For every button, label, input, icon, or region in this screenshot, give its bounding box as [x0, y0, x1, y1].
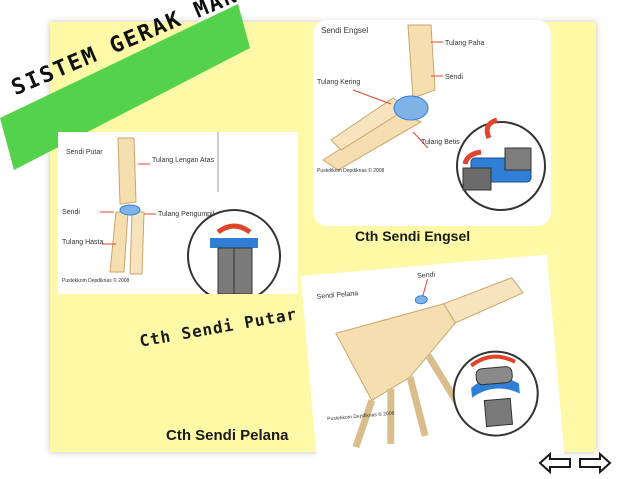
sendi-engsel-header: Sendi Engsel: [321, 26, 368, 35]
pelana-label-1: Sendi: [417, 271, 436, 280]
pelana-credit: Pustekkom Depdiknas © 2008: [327, 410, 395, 423]
prev-slide-button[interactable]: [538, 451, 572, 475]
engsel-label-4: Tulang Betis: [421, 139, 460, 146]
putar-credit: Pustekkom Depdiknas © 2008: [62, 277, 130, 284]
arrow-right-icon: [579, 451, 612, 475]
sendi-putar-illustration: Sendi Putar Tulang Lengan Atas Sendi Tul…: [62, 132, 281, 294]
engsel-label-1: Tulang Paha: [445, 40, 485, 47]
sendi-pelana-header: Sendi Pelana: [316, 290, 358, 301]
title-banner: SISTEM GERAK MANUSIA: [0, 0, 330, 170]
sendi-engsel-illustration: Sendi Engsel Tulang Paha Sendi Tulang Ke…: [317, 24, 546, 211]
sendi-pelana-caption: Cth Sendi Pelana: [166, 427, 289, 444]
putar-label-1: Tulang Lengan Atas: [152, 157, 215, 164]
banner-shape: [0, 4, 250, 170]
sendi-putar-card: Sendi Putar Tulang Lengan Atas Sendi Tul…: [58, 132, 298, 294]
sendi-pelana-card: Sendi Pelana Sendi Pustekkom Depdiknas ©…: [300, 254, 565, 476]
putar-label-3: Tulang Pengumpil: [158, 211, 215, 218]
sendi-putar-header: Sendi Putar: [66, 149, 103, 156]
arrow-left-icon: [538, 451, 571, 475]
engsel-credit: Pustekkom Depdiknas © 2008: [317, 167, 385, 174]
putar-label-2: Sendi: [62, 209, 80, 216]
next-slide-button[interactable]: [578, 451, 612, 475]
sendi-engsel-caption: Cth Sendi Engsel: [355, 228, 471, 244]
sendi-pelana-illustration: Sendi Pelana Sendi Pustekkom Depdiknas ©…: [316, 271, 539, 449]
engsel-label-3: Sendi: [445, 74, 463, 81]
putar-label-4: Tulang Hasta: [62, 239, 103, 246]
sendi-engsel-card: Sendi Engsel Tulang Paha Sendi Tulang Ke…: [313, 20, 551, 244]
engsel-label-2: Tulang Kering: [317, 79, 360, 86]
